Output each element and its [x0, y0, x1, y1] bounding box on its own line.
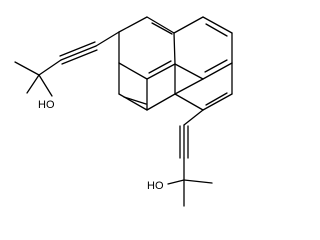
bond	[205, 92, 228, 106]
triple-bond	[59, 41, 96, 57]
bond	[38, 59, 62, 76]
methyl-bond	[26, 74, 40, 94]
bond	[183, 109, 204, 126]
triple-bond	[61, 49, 98, 65]
structure-canvas: HO HO	[14, 16, 233, 207]
bond	[202, 16, 233, 34]
bond	[202, 62, 233, 80]
bond	[174, 78, 204, 95]
bond	[146, 93, 176, 111]
methyl-bond	[183, 179, 213, 184]
bond	[173, 32, 176, 65]
bond	[118, 93, 148, 111]
bond	[174, 93, 204, 111]
bond	[148, 60, 172, 74]
bond	[123, 96, 147, 105]
bond	[202, 93, 233, 111]
bottom-substituent: HO	[147, 109, 213, 207]
methyl-bond	[14, 61, 40, 76]
bond	[174, 63, 204, 80]
hydroxyl-label-bottom: HO	[147, 180, 164, 192]
bond	[146, 16, 175, 34]
bond	[205, 23, 228, 37]
bond	[151, 22, 173, 35]
hydroxyl-bond	[167, 179, 185, 185]
molecule-diagram: HO HO	[14, 16, 233, 207]
pyrene-core	[118, 16, 233, 111]
bond	[204, 59, 228, 73]
top-substituent: HO	[14, 31, 120, 111]
bond	[95, 31, 120, 47]
bond	[118, 16, 148, 33]
triple-bond	[60, 45, 97, 61]
bond	[173, 16, 204, 34]
bond	[118, 62, 148, 80]
bond	[146, 63, 176, 80]
hydroxyl-label-top: HO	[38, 99, 55, 111]
hydroxyl-bond	[38, 74, 53, 97]
